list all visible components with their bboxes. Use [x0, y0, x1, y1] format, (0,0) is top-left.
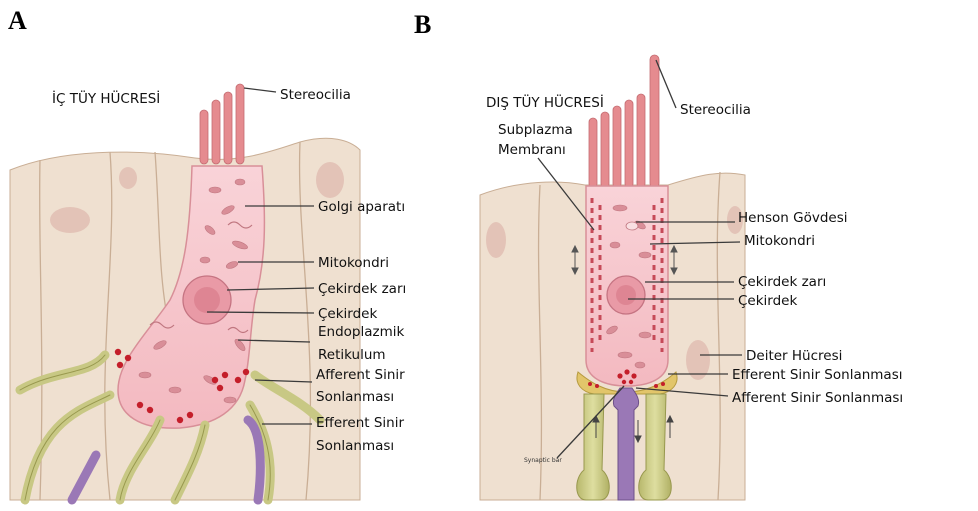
label-efferent-a-2: Sonlanması — [316, 438, 394, 454]
supporting-nucleus — [316, 162, 344, 198]
label-afferent-a-2: Sonlanması — [316, 389, 394, 405]
label-henson-b: Henson Gövdesi — [738, 210, 848, 226]
label-deiter-b: Deiter Hücresi — [746, 348, 842, 364]
panel-a-illustration: İÇ TÜY HÜCRESİ Stereocilia Golgi aparatı… — [10, 84, 406, 500]
label-stereocilia-b: Stereocilia — [680, 102, 751, 118]
stereocilia-b — [589, 55, 659, 188]
label-efferent-b: Efferent Sinir Sonlanması — [732, 367, 902, 383]
label-stereocilia-a: Stereocilia — [280, 87, 351, 103]
label-endoplazmik-a: Endoplazmik — [318, 324, 404, 340]
label-subplazma-b-2: Membranı — [498, 142, 566, 158]
supporting-nucleus — [486, 222, 506, 258]
label-mitokondri-b: Mitokondri — [744, 233, 815, 249]
stereocilia-a — [200, 84, 244, 164]
panel-b-illustration: DIŞ TÜY HÜCRESİ Stereocilia Subplazma Me… — [480, 55, 903, 500]
supporting-nucleus — [50, 207, 90, 233]
label-cekirdek-a: Çekirdek — [318, 306, 377, 322]
label-afferent-a-1: Afferent Sinir — [316, 367, 405, 383]
label-afferent-b: Afferent Sinir Sonlanması — [732, 390, 903, 406]
title-inner-hair-cell: İÇ TÜY HÜCRESİ — [52, 89, 160, 107]
label-cekirdek-b: Çekirdek — [738, 293, 797, 309]
label-golgi-a: Golgi aparatı — [318, 199, 405, 215]
supporting-nucleus — [119, 167, 137, 189]
label-cekirdek-zari-a: Çekirdek zarı — [318, 281, 406, 297]
label-mitokondri-a: Mitokondri — [318, 255, 389, 271]
title-outer-hair-cell: DIŞ TÜY HÜCRESİ — [486, 93, 604, 111]
label-cekirdek-zari-b: Çekirdek zarı — [738, 274, 826, 290]
label-synaptic-bar-b: Synaptic bar — [524, 457, 562, 464]
label-subplazma-b-1: Subplazma — [498, 122, 573, 138]
label-retikulum-a: Retikulum — [318, 347, 386, 363]
label-efferent-a-1: Efferent Sinir — [316, 415, 404, 431]
